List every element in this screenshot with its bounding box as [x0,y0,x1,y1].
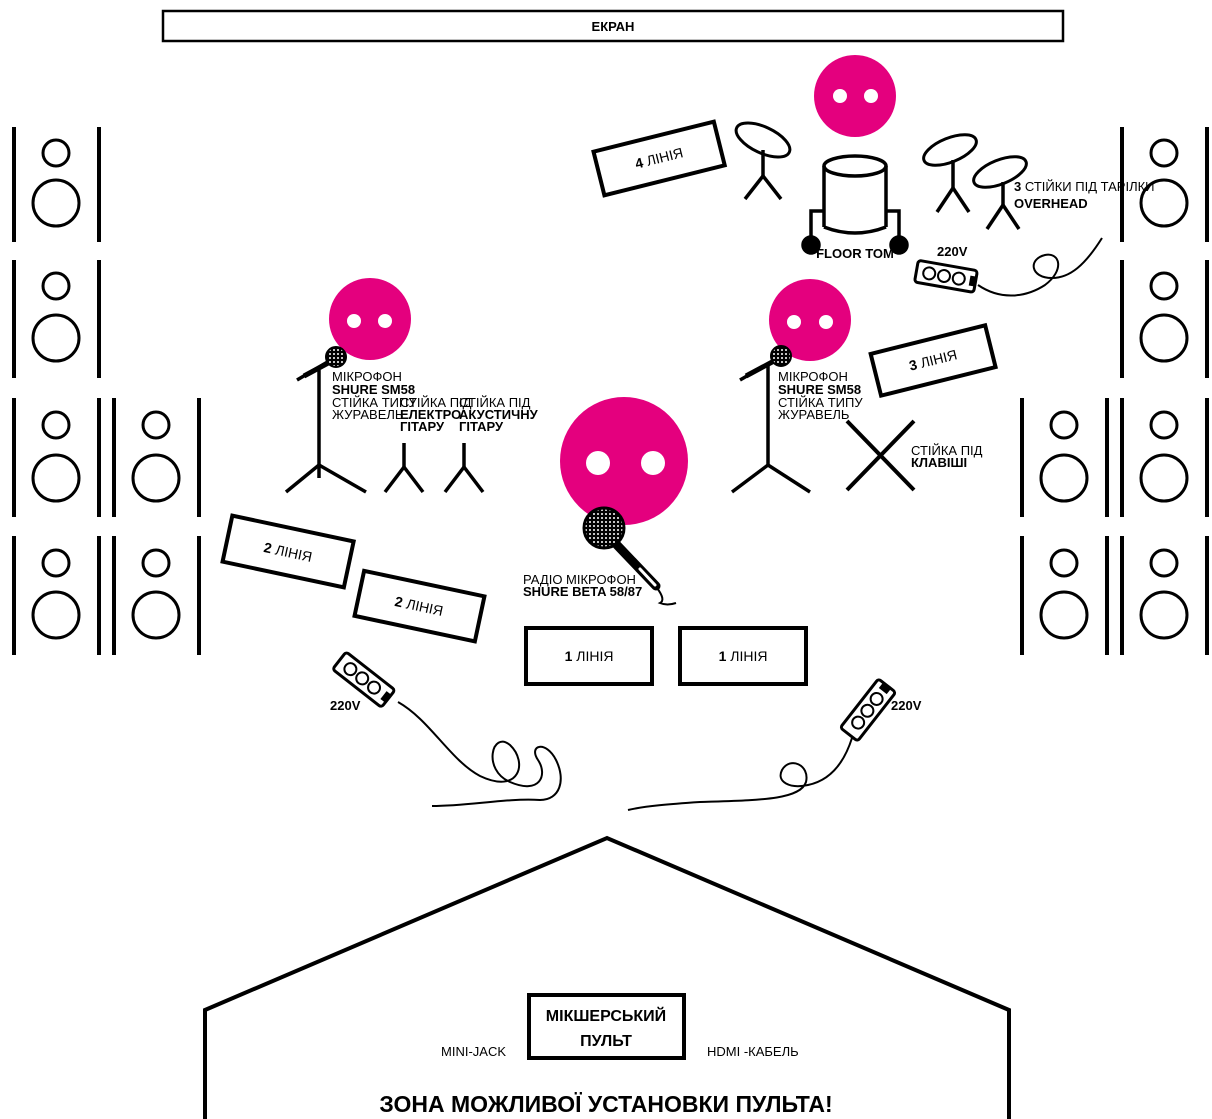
radio-mic-label-2: SHURE BETA 58/87 [523,584,642,599]
power-strip-left [332,651,396,708]
left-mic-label-1: МІКРОФОН [332,369,402,384]
line-2-box-a: 2 ЛІНІЯ [220,513,357,590]
acoustic-stand-label-1: СТІЙКА ПІД [459,395,531,410]
left-stand-label-1: СТІЙКА ТИПУ [332,395,417,410]
drummer-figure [814,55,896,137]
floor-tom-label: FLOOR TOM [816,246,894,261]
hdmi-label: HDMI -КАБЕЛЬ [707,1044,799,1059]
mixer-title-1: МІКШЕРСЬКИЙ [546,1006,666,1025]
power-label-top: 220V [937,244,968,259]
line-4-number: 4 [633,154,645,171]
electric-stand-label-1: СТІЙКА ПІД [400,395,472,410]
left-guitarist-figure [329,278,411,360]
speaker-right-2 [1120,260,1209,378]
svg-text:1 ЛІНІЯ: 1 ЛІНІЯ [719,648,768,664]
svg-text:2 ЛІНІЯ: 2 ЛІНІЯ [393,593,444,619]
line-2a-label: ЛІНІЯ [274,542,314,565]
floor-tom [801,154,909,255]
left-stand-label-2: ЖУРАВЕЛЬ [332,407,403,422]
acoustic-guitar-stand [443,443,485,494]
speaker-right-6 [1120,536,1209,655]
electric-stand-label-3: ГІТАРУ [400,419,445,434]
right-vocal-mic [744,345,792,379]
cymbal-stand-3 [972,155,1028,230]
speaker-right-5 [1020,536,1109,655]
acoustic-stand-label-3: ГІТАРУ [459,419,504,434]
svg-text:1 ЛІНІЯ: 1 ЛІНІЯ [565,648,614,664]
mini-jack-label: MINI-JACK [441,1044,506,1059]
right-mic-label-2: SHURE SM58 [778,382,861,397]
screen-label: ЕКРАН [592,19,635,34]
overhead-label: OVERHEAD [1014,196,1088,211]
line-2a-number: 2 [262,539,273,556]
radio-mic-label-1: РАДІО МІКРОФОН [523,572,636,587]
cymbal-stands-label: 3 СТІЙКИ ПІД ТАРІЛКИ [1014,179,1155,194]
speaker-right-1 [1120,127,1209,242]
line-1-box-b: 1 ЛІНІЯ [678,626,808,686]
lead-vocal-figure [560,397,688,525]
radio-mic [582,506,677,606]
power-label-left: 220V [330,698,361,713]
left-mic-label-2: SHURE SM58 [332,382,415,397]
cymbal-stand-2 [922,133,978,213]
mixing-zone-title: ЗОНА МОЖЛИВОЇ УСТАНОВКИ ПУЛЬТА! [379,1091,832,1117]
keys-stand-label-1: СТІЙКА ПІД [911,443,983,458]
speakers [12,127,1209,655]
line-2b-number: 2 [393,593,404,610]
speaker-left-5 [112,398,201,517]
line-3-number: 3 [907,356,919,373]
mixing-console-box: МІКШЕРСЬКИЙ ПУЛЬТ [527,993,686,1060]
left-vocal-mic [302,346,347,379]
line-1b-number: 1 [719,648,727,664]
power-strip-right [839,678,897,742]
speaker-right-4 [1120,398,1209,517]
line-1b-label: ЛІНІЯ [730,648,767,664]
power-label-right: 220V [891,698,922,713]
right-stand-label-2: ЖУРАВЕЛЬ [778,407,849,422]
acoustic-stand-label-2: АКУСТИЧНУ [459,407,539,422]
speaker-left-2 [12,260,101,378]
svg-text:2 ЛІНІЯ: 2 ЛІНІЯ [262,539,313,565]
speaker-left-4 [12,536,101,655]
line-2-box-b: 2 ЛІНІЯ [352,568,487,644]
speaker-left-6 [112,536,201,655]
keys-stand-label-2: КЛАВІШІ [911,455,967,470]
line-1a-label: ЛІНІЯ [576,648,613,664]
speaker-left-1 [12,127,101,242]
speaker-left-3 [12,398,101,517]
keyboard-stand [845,419,916,492]
mixer-title-2: ПУЛЬТ [580,1033,632,1050]
power-strip-top [913,259,979,294]
line-1-box-a: 1 ЛІНІЯ [524,626,654,686]
cable-left [397,701,562,807]
right-stand-label-1: СТІЙКА ТИПУ [778,395,863,410]
right-performer-figure [769,279,851,361]
speaker-right-3 [1020,398,1109,517]
cable-top [977,237,1103,297]
right-mic-label-1: МІКРОФОН [778,369,848,384]
line-3-box: 3 ЛІНІЯ [868,322,998,399]
line-1a-number: 1 [565,648,573,664]
line-2b-label: ЛІНІЯ [405,596,445,619]
electric-stand-label-2: ЕЛЕКТРО [400,407,461,422]
screen: ЕКРАН [161,9,1065,43]
line-4-box: 4 ЛІНІЯ [591,119,728,198]
cable-right [627,737,853,811]
electric-guitar-stand [383,443,425,494]
cymbal-stand-1 [734,121,792,201]
mixing-zone-outline [203,835,1011,1119]
